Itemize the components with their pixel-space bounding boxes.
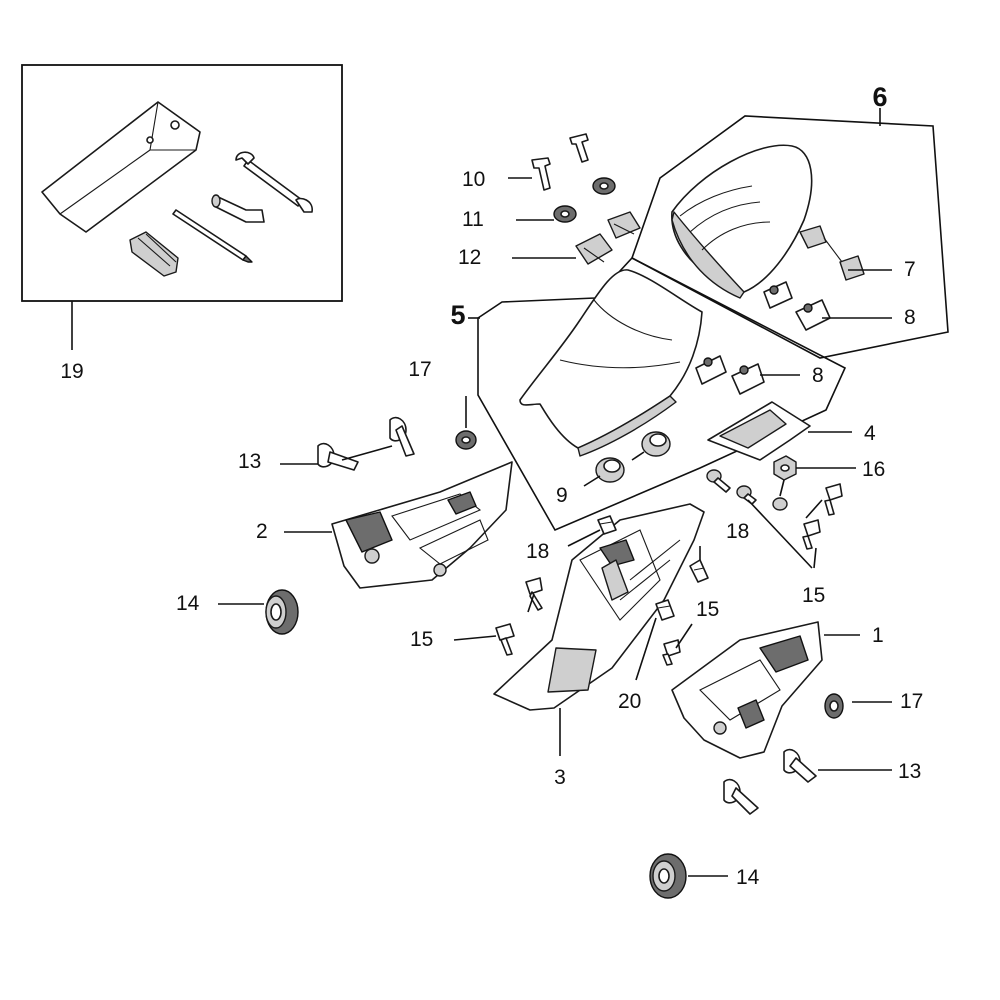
- pin-13-bottom: [723, 748, 817, 815]
- label-4: 4: [864, 422, 876, 445]
- clip-7: [799, 225, 865, 281]
- bolt-15-right: [706, 469, 843, 550]
- label-11: 11: [462, 208, 484, 231]
- nut-16: [772, 455, 797, 511]
- label-8-upper: 8: [904, 306, 916, 329]
- label-16: 16: [862, 458, 885, 481]
- tool-pouch: [41, 101, 201, 233]
- label-14-bottom: 14: [736, 866, 760, 889]
- label-17-right: 17: [900, 690, 923, 713]
- grommet-17-right: [824, 693, 844, 719]
- label-13-top: 13: [238, 450, 261, 473]
- tool-kit-box: [21, 64, 343, 302]
- label-7: 7: [904, 258, 916, 281]
- label-18-left: 18: [526, 540, 549, 563]
- seat-cowl: [671, 144, 813, 299]
- bracket-12: [575, 211, 641, 265]
- label-15-right: 15: [802, 584, 825, 607]
- label-19: 19: [60, 360, 83, 383]
- rider-seat: [519, 269, 703, 457]
- grommet-17-top: [455, 430, 477, 450]
- rear-frame: [493, 503, 705, 711]
- label-1: 1: [872, 624, 884, 647]
- label-13-bottom: 13: [898, 760, 921, 783]
- clip-8-upper: [763, 281, 831, 331]
- socket-tool: [211, 194, 265, 223]
- wrench: [235, 151, 313, 213]
- screwdriver-handle: [129, 231, 179, 277]
- label-6: 6: [872, 82, 887, 112]
- bracket-4: [707, 401, 811, 461]
- side-cover-right: [671, 621, 823, 759]
- clip-18-right: [689, 559, 709, 583]
- side-cover-left: [331, 461, 513, 589]
- label-17-top: 17: [408, 358, 431, 381]
- label-2: 2: [256, 520, 268, 543]
- label-9: 9: [556, 484, 568, 507]
- part-labels: 19 6 5 7 8 8 10 11 12 9 17 13 2 14 4 16 …: [60, 82, 923, 889]
- pin-13-top: [317, 416, 415, 471]
- label-10: 10: [462, 168, 485, 191]
- bolt-15-center: [662, 639, 681, 666]
- tool-kit-group: [21, 64, 343, 302]
- label-12: 12: [458, 246, 481, 269]
- clip-18-left: [597, 515, 617, 535]
- clip-8-lower: [695, 355, 765, 395]
- label-5: 5: [450, 300, 465, 330]
- label-14-left: 14: [176, 592, 200, 615]
- clip-20: [655, 599, 675, 621]
- label-18-right: 18: [726, 520, 749, 543]
- label-15-left: 15: [410, 628, 433, 651]
- grommet-14-bottom: [649, 853, 687, 899]
- bolt-10: [531, 133, 589, 191]
- leader-lines: [71, 108, 892, 877]
- grommet-14-left: [265, 589, 299, 635]
- label-15-center: 15: [696, 598, 719, 621]
- washer-11: [553, 177, 616, 223]
- group-5-outline: [477, 257, 847, 532]
- label-3: 3: [554, 766, 566, 789]
- bolt-15-left: [495, 577, 543, 656]
- label-8-lower: 8: [812, 364, 824, 387]
- damper-9: [595, 431, 671, 483]
- screwdriver-shaft: [172, 209, 253, 263]
- label-20: 20: [618, 690, 641, 713]
